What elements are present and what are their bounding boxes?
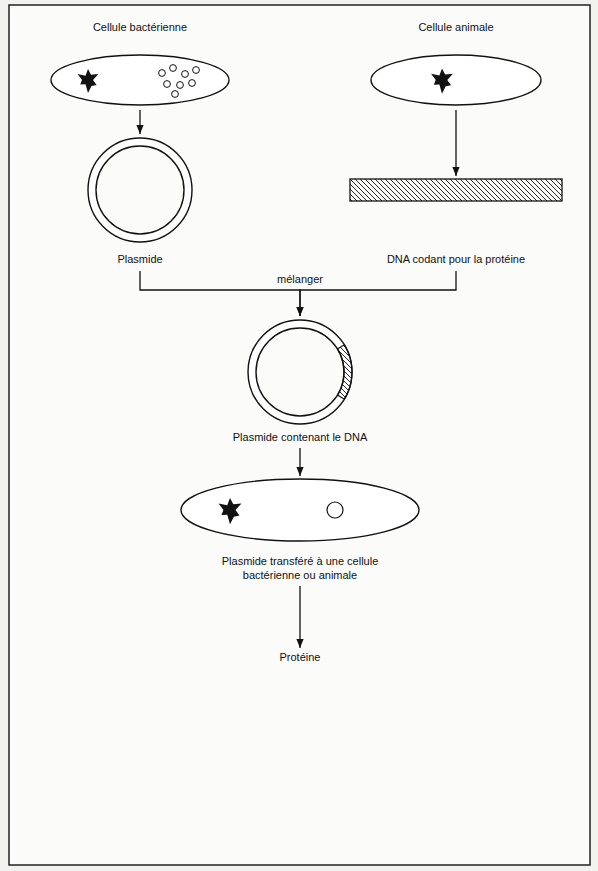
small-plasmid bbox=[189, 80, 196, 87]
node-shape bbox=[370, 54, 542, 106]
frame-border bbox=[9, 5, 590, 865]
cell-outline bbox=[371, 55, 541, 105]
small-plasmid bbox=[170, 65, 177, 72]
dna-fragment: DNA codant pour la protéine bbox=[349, 178, 563, 266]
flow-arrow bbox=[139, 110, 140, 134]
node-shape bbox=[180, 478, 420, 542]
cell-outline bbox=[181, 479, 419, 541]
flow-arrow bbox=[455, 110, 456, 176]
small-plasmid bbox=[182, 71, 189, 78]
cell-outline bbox=[51, 55, 229, 105]
recombinant-plasmid: Plasmide contenant le DNA bbox=[210, 318, 390, 444]
chromosome-blob bbox=[219, 498, 242, 524]
node-label: Plasmide bbox=[117, 252, 162, 266]
flow-arrow bbox=[299, 448, 300, 476]
edge-label: mélanger bbox=[274, 272, 326, 286]
node-shape bbox=[86, 136, 194, 244]
plasmid-inner-ring bbox=[96, 146, 184, 234]
node-label: DNA codant pour la protéine bbox=[387, 252, 525, 266]
node-shape bbox=[349, 178, 563, 202]
small-plasmid bbox=[327, 502, 343, 518]
plasmid-outer-ring bbox=[88, 138, 192, 242]
node-label: Plasmide transféré à une cellule bactéri… bbox=[200, 554, 400, 582]
product-label: Protéine bbox=[250, 650, 350, 664]
animal-cell: Cellule animale bbox=[370, 20, 542, 106]
node-label: Cellule animale bbox=[418, 20, 493, 34]
bacterial-cell: Cellule bactérienne bbox=[50, 20, 230, 106]
small-plasmid bbox=[164, 81, 171, 88]
node-shape bbox=[246, 318, 354, 426]
small-plasmid bbox=[193, 67, 200, 74]
inserted-dna-segment bbox=[338, 345, 352, 399]
small-plasmid bbox=[172, 91, 179, 98]
plasmid-outer-ring bbox=[248, 320, 352, 424]
small-plasmid bbox=[177, 82, 184, 89]
small-plasmid bbox=[159, 70, 166, 77]
chromosome-blob bbox=[78, 69, 99, 93]
node-label: Cellule bactérienne bbox=[93, 20, 187, 34]
chromosome-blob bbox=[431, 68, 453, 93]
host-cell: Plasmide transféré à une cellule bactéri… bbox=[180, 478, 420, 582]
node-label: Plasmide contenant le DNA bbox=[233, 430, 368, 444]
node-label: Protéine bbox=[280, 650, 321, 664]
dna-hatched-bar bbox=[350, 179, 562, 201]
plasmid-ring: Plasmide bbox=[86, 136, 194, 266]
node-shape bbox=[50, 54, 230, 106]
flow-arrow bbox=[299, 586, 300, 648]
plasmid-inner-ring bbox=[256, 328, 344, 416]
